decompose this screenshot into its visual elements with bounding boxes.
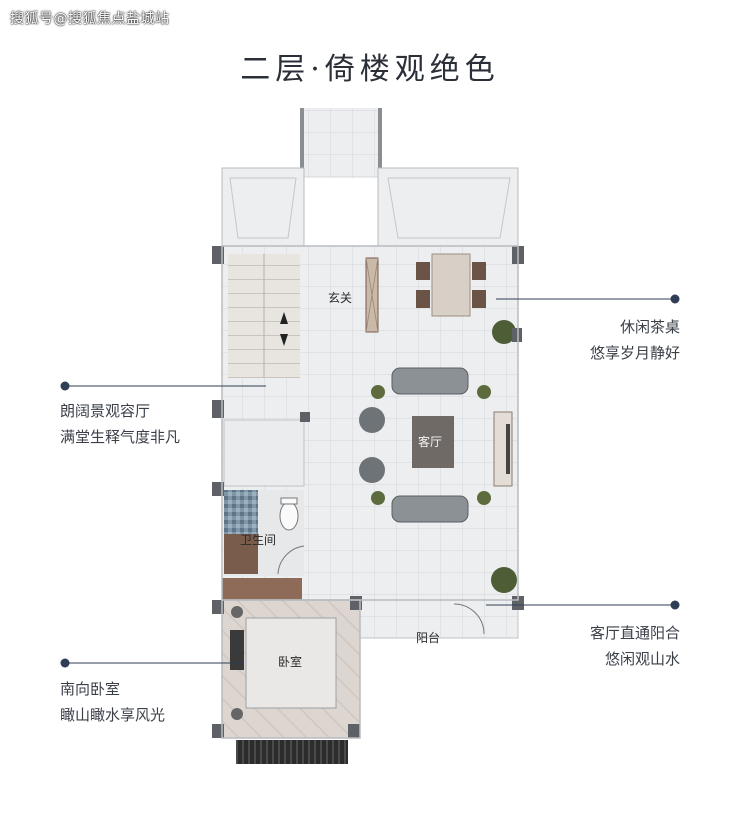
- callout-living-room: 朗阔景观容厅 满堂生释气度非凡: [60, 398, 240, 450]
- armchair-1: [359, 407, 385, 433]
- nightstand-lamp-icon: [231, 708, 243, 720]
- terrace-right-detail: [387, 177, 511, 239]
- sofa-bottom: [391, 495, 469, 523]
- upper-corridor: [300, 108, 382, 178]
- tea-chair-2: [416, 290, 430, 308]
- walls: [212, 246, 524, 738]
- plant-icon: [477, 385, 491, 399]
- stair-arrow-down-icon: [280, 334, 288, 346]
- balcony-door-swing: [453, 603, 485, 635]
- callout-line1: 客厅直通阳合: [589, 624, 680, 642]
- tea-chair-4: [472, 290, 486, 308]
- bathroom-door-swing: [277, 545, 305, 575]
- vanity-cabinet: [224, 534, 258, 574]
- room-label-bedroom: 卧室: [278, 654, 302, 669]
- stair-arrow-up-icon: [280, 312, 288, 324]
- callout-balcony: 客厅直通阳合 悠闲观山水: [520, 620, 680, 672]
- coffee-table: [412, 416, 454, 468]
- bay-window: [236, 740, 348, 764]
- plant-icon: [371, 385, 385, 399]
- plant-icon: [477, 491, 491, 505]
- toilet-tank: [280, 497, 298, 505]
- storage-room: [223, 419, 305, 487]
- toilet-icon: [279, 501, 299, 531]
- foyer-cabinet-detail: [365, 257, 379, 333]
- callout-bedroom: 南向卧室 瞰山瞰水享风光: [60, 676, 240, 728]
- nightstand-lamp-icon: [231, 606, 243, 618]
- tea-chair-3: [472, 262, 486, 280]
- room-label-foyer: 玄关: [328, 290, 352, 305]
- terrace-right: [377, 167, 519, 247]
- corridor-wall-left: [300, 108, 304, 178]
- callout-tea-table: 休闲茶桌 悠享岁月静好: [520, 314, 680, 366]
- room-label-balcony: 阳台: [416, 630, 440, 645]
- armchair-2: [359, 457, 385, 483]
- tea-chair-1: [416, 262, 430, 280]
- callout-line2: 瞰山瞰水享风光: [60, 706, 166, 724]
- plant-icon: [371, 491, 385, 505]
- tv-icon: [506, 424, 510, 474]
- callout-line1: 休闲茶桌: [619, 318, 680, 336]
- sofa-top: [391, 367, 469, 395]
- terrace-left-detail: [229, 177, 297, 239]
- corridor-wall-right: [378, 108, 382, 178]
- tea-table: [431, 253, 471, 317]
- room-label-bathroom: 卫生间: [240, 533, 276, 547]
- page-title: 二层·倚楼观绝色: [240, 52, 500, 87]
- callout-lines: [65, 298, 675, 664]
- plant-icon: [491, 567, 517, 593]
- callout-dots: [60, 294, 680, 668]
- callout-line1: 南向卧室: [60, 680, 121, 698]
- watermark: 搜狐号@搜狐焦点盐城站: [10, 11, 170, 27]
- main-outline: [221, 245, 519, 601]
- bedroom-outline: [221, 599, 361, 739]
- bed-headboard: [230, 630, 244, 670]
- callout-line2: 悠闲观山水: [604, 650, 680, 668]
- callout-line2: 悠享岁月静好: [589, 344, 680, 362]
- room-label-living: 客厅: [418, 434, 442, 449]
- callout-line1: 朗阔景观容厅: [60, 402, 151, 420]
- shower-area: [224, 490, 258, 534]
- plant-icon: [492, 320, 516, 344]
- bed: [245, 617, 337, 709]
- balcony: [359, 599, 519, 639]
- callout-line2: 满堂生释气度非凡: [60, 428, 181, 446]
